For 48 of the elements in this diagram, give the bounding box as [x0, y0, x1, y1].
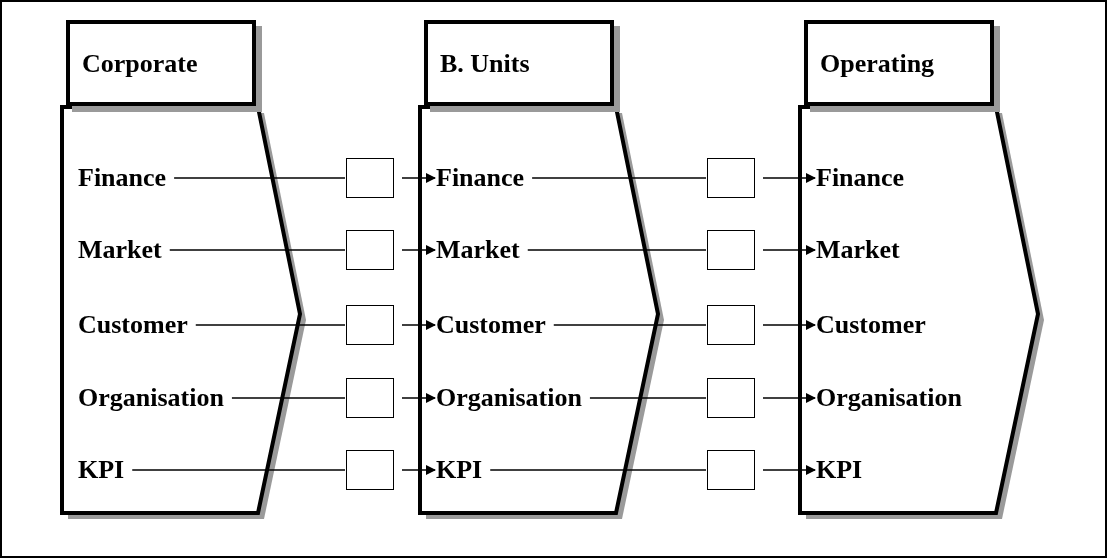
arrow — [762, 320, 816, 330]
arrow — [401, 465, 436, 475]
connector-line — [553, 324, 707, 326]
header-text: B. Units — [440, 47, 530, 80]
connector-line — [589, 397, 707, 399]
small-box — [346, 450, 394, 490]
item-label: KPI — [78, 452, 125, 488]
small-box — [346, 158, 394, 198]
connector-line — [531, 177, 707, 179]
item-label: Organisation — [436, 380, 582, 416]
small-box — [707, 230, 755, 270]
small-box — [707, 305, 755, 345]
small-box — [707, 450, 755, 490]
connector-line — [231, 397, 346, 399]
arrow — [762, 393, 816, 403]
arrow — [762, 173, 816, 183]
arrow — [401, 320, 436, 330]
item-label: Organisation — [816, 380, 962, 416]
item-label: Market — [78, 232, 162, 268]
small-box — [346, 378, 394, 418]
item-label: Organisation — [78, 380, 224, 416]
item-label: Customer — [436, 307, 546, 343]
item-label: Finance — [816, 160, 905, 196]
connector-line — [169, 249, 346, 251]
arrow — [401, 393, 436, 403]
arrow — [401, 245, 436, 255]
item-label: Market — [436, 232, 520, 268]
arrow — [401, 173, 436, 183]
connector-line — [173, 177, 346, 179]
item-label: KPI — [436, 452, 483, 488]
small-box — [707, 158, 755, 198]
connector-line — [489, 469, 707, 471]
item-label: KPI — [816, 452, 863, 488]
item-label: Customer — [78, 307, 188, 343]
item-label: Finance — [436, 160, 525, 196]
arrow — [762, 465, 816, 475]
item-label: Market — [816, 232, 900, 268]
connector-line — [131, 469, 346, 471]
header-text: Corporate — [82, 47, 198, 80]
header-text: Operating — [820, 47, 935, 80]
small-box — [346, 305, 394, 345]
small-box — [346, 230, 394, 270]
small-box — [707, 378, 755, 418]
connector-line — [195, 324, 346, 326]
connector-line — [527, 249, 707, 251]
arrow — [762, 245, 816, 255]
item-label: Customer — [816, 307, 926, 343]
item-label: Finance — [78, 160, 167, 196]
